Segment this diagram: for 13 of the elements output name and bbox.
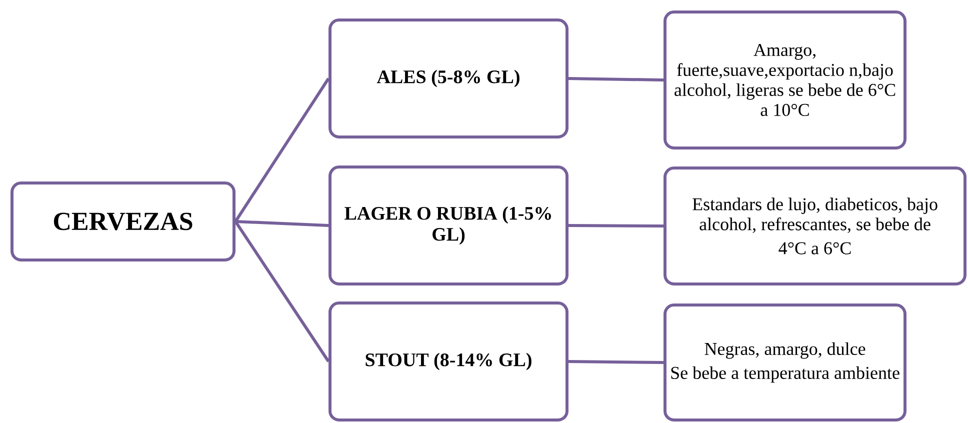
connector-line <box>568 77 664 82</box>
description-box: Estandars de lujo, diabeticos, bajo alcohol, refrescantes, se bebe de 4°C a 6°C <box>664 166 967 286</box>
root-box: CERVEZAS <box>10 182 236 262</box>
description-box: Negras, amargo, dulce Se bebe a temperatura ambiente <box>664 304 906 422</box>
connector-line <box>234 78 330 222</box>
category-box: ALES (5-8% GL) <box>328 18 568 138</box>
description-box: Amargo, fuerte,suave,exportacio n,bajo alcohol, ligeras se bebe de 6°C a 10°C <box>664 10 906 150</box>
connector-line <box>568 360 664 364</box>
category-box: STOUT (8-14% GL) <box>328 302 568 422</box>
connector-line <box>235 220 329 227</box>
category-box: LAGER O RUBIA (1-5% GL) <box>328 166 568 286</box>
connector-line <box>568 224 664 228</box>
connector-line <box>234 220 330 362</box>
